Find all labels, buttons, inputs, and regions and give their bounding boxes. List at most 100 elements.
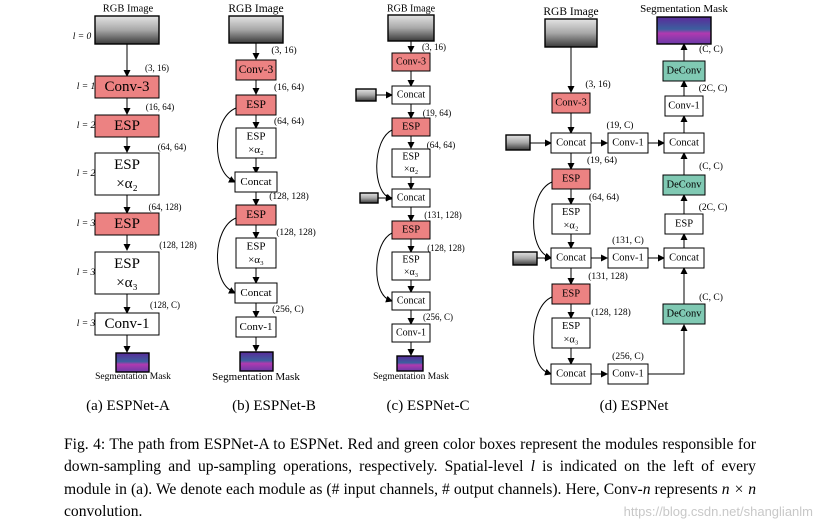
b-skip-1 [216, 107, 237, 181]
c-esp-block-4 [391, 251, 431, 281]
subfigure-label-a: (a) ESPNet-A [86, 398, 170, 414]
c-rgb-input-1 [355, 88, 377, 102]
b-skip-2 [216, 217, 237, 292]
a-esp-block-2-factor-label: ×α₂ [116, 176, 138, 192]
d-dim-c-c-2: (C, C) [699, 161, 723, 172]
c-skip-2 [376, 232, 393, 301]
b-esp-block-2 [235, 127, 277, 159]
a-conv3-block-label: Conv-3 [105, 79, 150, 95]
a-rgb-image-icon [94, 15, 160, 45]
d-conv1-block-3 [607, 363, 649, 385]
a-level-3c: l = 3 [77, 319, 96, 329]
d-deconv-block-3 [662, 60, 706, 82]
d-deconv-block-1 [662, 303, 706, 325]
b-dim-128-128a: (128, 128) [269, 191, 309, 202]
a-dim-16-64: (16, 64) [146, 102, 175, 112]
d-esp-block-1 [551, 168, 591, 190]
d-concat-block-4 [663, 247, 705, 269]
a-dim-64-64: (64, 64) [158, 142, 187, 152]
c-esp-block-4-label: ESP [402, 254, 420, 265]
b-dim-3-16: (3, 16) [271, 45, 296, 56]
d-esp-block-1-label: ESP [562, 174, 580, 185]
c-concat-block-1 [391, 85, 431, 105]
d-up-path-1 [648, 326, 685, 375]
a-level-0: l = 0 [73, 32, 92, 42]
c-esp-block-3-label: ESP [402, 225, 420, 236]
d-esp-block-4-label: ESP [562, 321, 580, 332]
caption-text-1: Fig. 4: The path from ESPNet-A to ESPNet… [64, 436, 756, 476]
d-dim-64-64: (64, 64) [589, 192, 619, 203]
c-esp-block-1-label: ESP [402, 122, 420, 133]
a-esp-block-4-factor-label: ×α₃ [116, 275, 138, 291]
c-esp-block-2-factor-label: ×α₂ [404, 164, 418, 175]
subfigure-label-d: (d) ESPNet [600, 398, 670, 414]
b-concat-block-1 [234, 171, 278, 193]
d-concat-block-2 [550, 247, 592, 269]
caption-level-symbol: l [530, 458, 535, 476]
c-dim-256-c: (256, C) [423, 312, 453, 322]
c-concat-block-2-label: Concat [397, 193, 426, 204]
b-conv1-block-label: Conv-1 [240, 321, 273, 333]
d-esp-block-3-label: ESP [562, 289, 580, 300]
c-esp-block-2-label: ESP [402, 151, 420, 162]
b-skip-1-head [228, 176, 236, 183]
d-conv1-block-3-label: Conv-1 [612, 369, 644, 380]
d-concat-block-2-label: Concat [556, 253, 586, 264]
d-concat-block-4-label: Concat [669, 253, 699, 264]
d-rgb-image-title: RGB Image [543, 6, 598, 18]
b-esp-block-4-label: ESP [247, 240, 266, 252]
watermark: https://blog.csdn.net/shanglianlm [623, 504, 813, 519]
d-conv1-block-4-label: Conv-1 [668, 101, 700, 112]
d-concat-block-3 [550, 363, 592, 385]
a-dim-128-128: (128, 128) [159, 240, 197, 250]
d-dim-128-128: (128, 128) [591, 307, 631, 318]
c-segmentation-title: Segmentation Mask [373, 372, 449, 382]
c-concat-block-1-label: Concat [397, 90, 426, 101]
c-dim-3-16: (3, 16) [422, 42, 446, 52]
b-conv1-block [235, 316, 277, 338]
d-conv3-block [551, 92, 591, 114]
b-dim-128-128b: (128, 128) [276, 227, 316, 238]
c-rgb-image-icon [387, 14, 435, 42]
b-esp-block-1-label: ESP [246, 99, 266, 111]
d-esp-block-2 [551, 203, 591, 235]
a-esp-block-4-label: ESP [114, 256, 140, 272]
b-dim-16-64: (16, 64) [274, 82, 304, 93]
b-concat-block-2-label: Concat [240, 287, 271, 299]
b-esp-block-2-label: ESP [247, 130, 266, 142]
d-dim-2c-c-2: (2C, C) [699, 83, 728, 94]
c-dim-128-128: (128, 128) [427, 243, 465, 253]
b-skip-2-head [228, 287, 236, 294]
d-dim-131-c: (131, C) [612, 235, 644, 246]
b-conv3-block [235, 59, 277, 81]
c-concat-block-3 [391, 291, 431, 311]
d-concat-block-5 [663, 132, 705, 154]
a-level-3b: l = 3 [77, 268, 96, 278]
a-esp-block-3 [94, 212, 160, 236]
b-esp-block-3 [235, 204, 277, 226]
a-level-3a: l = 3 [77, 219, 96, 229]
b-dim-256-c: (256, C) [272, 304, 304, 315]
d-conv1-block-1-label: Conv-1 [612, 138, 644, 149]
c-conv1-block [391, 323, 431, 343]
c-esp-block-1 [391, 117, 431, 137]
a-dim-3-16: (3, 16) [145, 63, 169, 73]
d-skip-1 [533, 181, 553, 258]
d-deconv-block-2-label: DeConv [667, 180, 703, 191]
b-esp-block-4 [235, 237, 277, 269]
d-segmentation-icon [656, 16, 712, 45]
d-deconv-block-1-label: DeConv [667, 309, 703, 320]
c-esp-block-3 [391, 220, 431, 240]
a-conv1-block-label: Conv-1 [105, 316, 150, 332]
d-deconv-block-3-label: DeConv [667, 66, 703, 77]
d-conv1-block-2 [607, 247, 649, 269]
b-segmentation-title: Segmentation Mask [212, 371, 300, 383]
a-esp-block-2 [94, 152, 160, 196]
d-concat-block-1-label: Concat [556, 138, 586, 149]
d-skip-2 [533, 296, 553, 374]
d-esp-block-5 [664, 213, 704, 235]
a-conv1-block [94, 312, 160, 336]
c-concat-block-3-label: Concat [397, 296, 426, 307]
d-dim-3-16: (3, 16) [585, 79, 610, 90]
